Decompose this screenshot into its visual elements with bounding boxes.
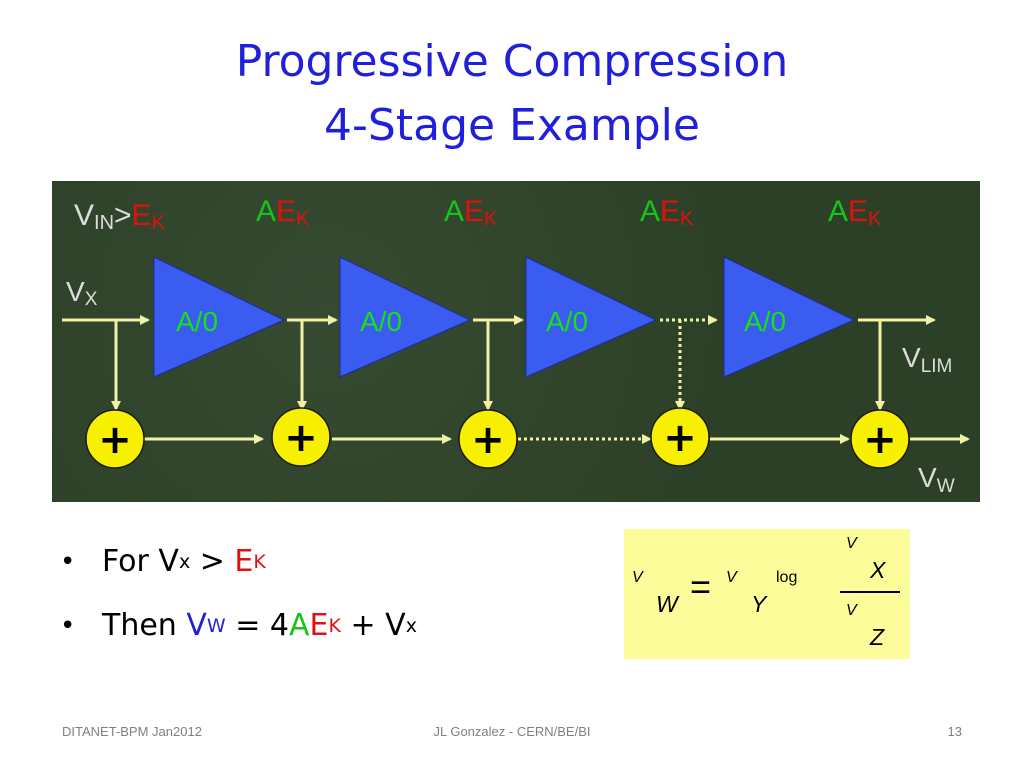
adder-2: + xyxy=(271,407,331,467)
formula-box xyxy=(624,529,910,659)
amplifier-label: A/0 xyxy=(360,306,402,337)
slide-title: Progressive Compression 4-Stage Example xyxy=(0,30,1024,158)
vlim-label: VLIM xyxy=(902,342,952,377)
title-line-1: Progressive Compression xyxy=(235,36,789,87)
amplifier-1: A/0 xyxy=(153,256,286,378)
adders: + + + + + xyxy=(85,407,910,469)
amplifier-4: A/0 xyxy=(723,256,856,378)
formula-log: log xyxy=(776,569,798,586)
formula-numerator-sub: X xyxy=(870,557,886,583)
adder-1: + xyxy=(85,409,145,469)
formula-rhs: V xyxy=(726,569,737,586)
amplifier-label: A/0 xyxy=(176,306,218,337)
stage-label-3: AEK xyxy=(640,195,694,230)
vw-label: VW xyxy=(918,462,955,497)
svg-text:VIN>EK: VIN>EK xyxy=(74,199,166,234)
bullet-2-prefix: Then xyxy=(102,608,187,643)
bullet-1-e: E xyxy=(234,544,254,579)
adder-3: + xyxy=(458,409,518,469)
signal-lines xyxy=(62,315,970,444)
page-number: 13 xyxy=(947,724,962,739)
bullet-1-prefix: For V xyxy=(102,544,179,579)
bullet-dot-icon: • xyxy=(60,547,76,577)
bullet-2-a: A xyxy=(288,608,310,643)
title-line-2: 4-Stage Example xyxy=(324,100,700,151)
footer-left: DITANET-BPM Jan2012 xyxy=(62,724,202,739)
input-label: VIN>EK xyxy=(74,199,166,234)
plus-icon: + xyxy=(98,417,132,463)
formula-numerator: V xyxy=(846,535,857,552)
formula-equals: = xyxy=(690,566,712,607)
amplifier-3: A/0 xyxy=(525,256,658,378)
adder-5: + xyxy=(850,409,910,469)
stage-label-2: AEK xyxy=(444,195,498,230)
amplifier-label: A/0 xyxy=(546,306,588,337)
formula-rhs-sub: Y xyxy=(751,591,767,617)
plus-icon: + xyxy=(284,415,318,461)
formula-denominator: V xyxy=(846,602,857,619)
bullet-2-e: E xyxy=(309,608,329,643)
formula-lhs: V xyxy=(632,569,643,586)
amplifier-2: A/0 xyxy=(339,256,472,378)
compression-diagram: VIN>EK AEK AEK AEK AEK VX xyxy=(52,181,980,502)
bullet-2-eq: = 4 xyxy=(225,608,289,643)
fraction-bar xyxy=(840,591,900,593)
amplifiers: A/0 A/0 A/0 A/0 xyxy=(153,256,856,378)
bullet-2-plus: + V xyxy=(340,608,406,643)
formula-denominator-sub: Z xyxy=(870,624,885,650)
plus-icon: + xyxy=(663,415,697,461)
plus-icon: + xyxy=(471,417,505,463)
plus-icon: + xyxy=(863,417,897,463)
stage-label-1: AEK xyxy=(256,195,310,230)
diagram-canvas: VIN>EK AEK AEK AEK AEK VX xyxy=(62,195,970,497)
adder-4: + xyxy=(650,407,710,467)
vx-label: VX xyxy=(66,276,98,310)
bullet-1-gt: > xyxy=(190,544,235,579)
bullet-dot-icon: • xyxy=(60,611,76,641)
footer-center: JL Gonzalez - CERN/BE/BI xyxy=(433,724,591,739)
amplifier-label: A/0 xyxy=(744,306,786,337)
bullet-2-v: V xyxy=(186,608,207,643)
stage-label-4: AEK xyxy=(828,195,882,230)
formula-lhs-sub: W xyxy=(656,591,678,617)
